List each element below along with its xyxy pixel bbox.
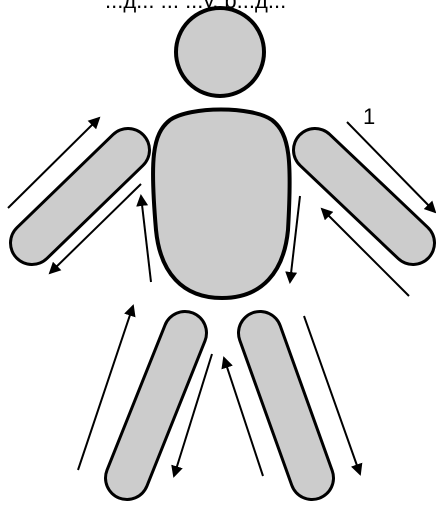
- cropped-header-text: ...д... ... ...у, р...д...: [105, 0, 286, 13]
- left-leg: [127, 333, 185, 478]
- step-label: 1: [363, 104, 375, 129]
- torso: [153, 110, 290, 299]
- arrow-torso-right-down: [290, 196, 300, 282]
- arrow-torso-left-up: [141, 196, 151, 282]
- right-arm: [315, 150, 413, 243]
- right-leg: [260, 333, 312, 478]
- head: [176, 8, 264, 96]
- left-arm: [32, 150, 128, 243]
